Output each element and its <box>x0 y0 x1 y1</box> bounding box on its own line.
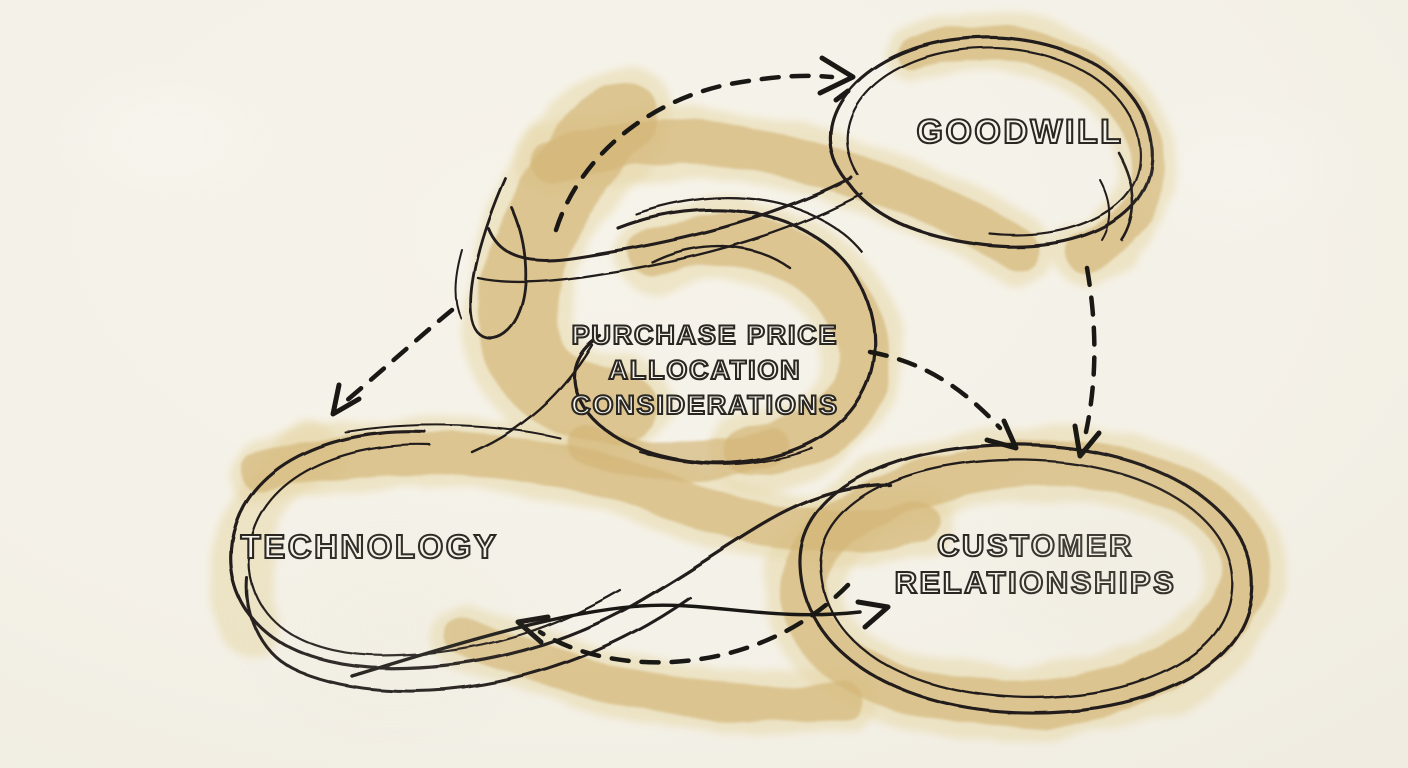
watercolor-core-layer <box>241 25 1270 727</box>
center-text-line-2: Allocation <box>607 354 802 386</box>
center-spiral-outline <box>572 208 877 465</box>
customer-relationships-text-line-1: Customer <box>936 527 1134 564</box>
arrow-customer-relationships-to-technology <box>515 582 851 665</box>
curl-inner <box>454 249 463 319</box>
watercolor-stroke-spiral <box>629 214 889 478</box>
watercolor-stroke-goodwill-tail <box>531 122 1041 273</box>
node-label-goodwill: Goodwill <box>880 112 1160 152</box>
center-text-line-1: Purchase Price <box>571 319 839 351</box>
arrowhead-icon <box>1072 423 1102 459</box>
goodwill-inner-arc-2 <box>1099 179 1111 241</box>
goodwill-inner-arc-1 <box>1116 150 1135 242</box>
technology-top-accent <box>344 423 561 439</box>
arrow-shaft <box>350 603 862 678</box>
arrowhead-icon <box>984 418 1019 451</box>
arrow-shaft <box>553 73 835 233</box>
arrowhead-icon <box>515 614 551 645</box>
arrow-shaft <box>537 582 851 665</box>
customer-relationships-outline-inner <box>818 458 1234 699</box>
center-text-line-3: Considerations <box>570 389 839 421</box>
arrow-goodwill-to-customer-relationships <box>1072 265 1102 459</box>
arrow-layer <box>330 55 1102 678</box>
arrow-center-to-goodwill <box>553 55 856 233</box>
center-inner-arc <box>650 244 792 270</box>
node-label-technology: Technology <box>222 527 517 567</box>
arrowhead-icon <box>330 382 362 417</box>
center-spiral-echo <box>634 196 864 254</box>
center-label: Purchase Price Allocation Considerations <box>538 318 872 423</box>
customer-relationships-text-line-2: Relationships <box>894 564 1177 601</box>
spiral-to-technology-line <box>470 343 594 454</box>
arrow-center-to-technology <box>330 307 455 417</box>
arrowhead-icon <box>855 599 891 630</box>
watercolor-stroke-under-text <box>569 427 791 483</box>
arrow-shaft <box>867 349 1003 431</box>
arrowhead-icon <box>817 55 856 96</box>
arrowhead-tick <box>833 88 851 103</box>
center-underline-echo <box>639 447 813 466</box>
curl-outline <box>469 176 528 340</box>
goodwill-outline-echo <box>846 46 1142 237</box>
arrow-shaft <box>342 307 455 405</box>
goodwill-outline <box>828 35 1154 249</box>
goodwill-tail-line-1 <box>486 176 854 262</box>
arrow-center-to-customer-relationships <box>867 349 1019 451</box>
watercolor-ring-customer-relationships <box>780 439 1270 727</box>
technology-outline <box>229 430 892 670</box>
customer-relationships-outline-outer <box>798 443 1254 715</box>
goodwill-text: Goodwill <box>915 112 1124 152</box>
node-label-customer-relationships: Customer Relationships <box>868 527 1203 601</box>
technology-text: Technology <box>240 527 499 566</box>
ink-outline-layer <box>229 35 1254 715</box>
watercolor-stroke-bottom-band <box>444 618 863 721</box>
arrow-shaft <box>1083 265 1097 435</box>
arrow-technology-to-customer-relationships <box>350 599 891 678</box>
technology-outline-echo <box>247 443 622 657</box>
